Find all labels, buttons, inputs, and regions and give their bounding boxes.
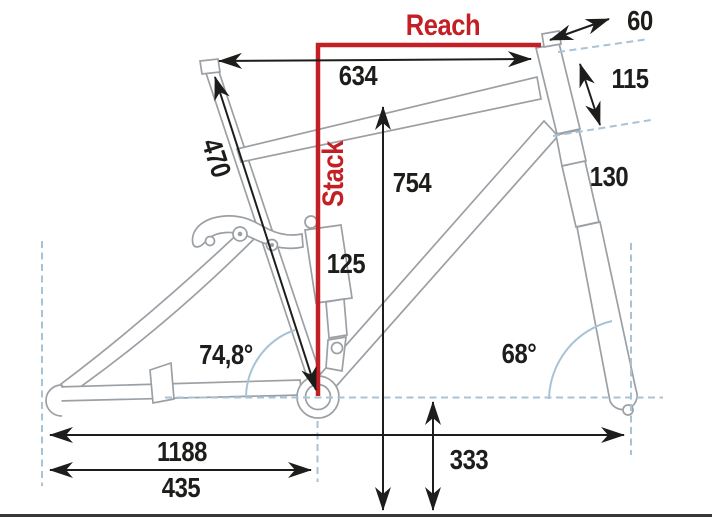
rocker-pivot-circle xyxy=(204,235,216,247)
dimension-arrows xyxy=(49,18,625,511)
head-tube-top-guide-line xyxy=(557,38,650,53)
fork-crown xyxy=(555,128,588,168)
seat-tube-angle-label: 74,8° xyxy=(199,339,253,370)
seatpost-collar xyxy=(199,58,221,75)
fork-travel-label: 130 xyxy=(589,161,629,192)
fork-lower-leg xyxy=(576,220,638,411)
seat-tube-dimension-arrow xyxy=(214,76,317,391)
standover-height-label: 754 xyxy=(392,167,432,198)
chainstay-length-label: 435 xyxy=(161,472,201,503)
reach-stack-line xyxy=(315,42,541,396)
head-tube xyxy=(534,41,582,136)
top-tube-dimension-arrow xyxy=(218,51,532,69)
shock-travel-label: 125 xyxy=(326,248,366,279)
head-tube-bottom-guide-line xyxy=(552,119,652,137)
head-tube-angle-label: 68° xyxy=(501,338,537,369)
stem-length-label: 60 xyxy=(627,5,653,36)
head-tube-length-label: 115 xyxy=(611,63,649,94)
rear-dropout xyxy=(45,384,63,417)
shock-clevis-circle xyxy=(330,341,344,355)
bb-height-label: 333 xyxy=(449,444,489,475)
rocker-pivot-dot xyxy=(237,231,243,237)
top-tube xyxy=(235,75,542,163)
head-angle-arc xyxy=(548,320,613,400)
wheelbase-label: 1188 xyxy=(157,436,207,467)
top-tube-length-label: 634 xyxy=(338,60,378,91)
stem-dimension-arrow xyxy=(549,18,610,41)
stack-label: Stack xyxy=(317,141,350,207)
guide-lines xyxy=(41,38,663,486)
dropout-plate xyxy=(149,361,175,405)
shock-top-eyelet xyxy=(304,215,318,229)
reach-label: Reach xyxy=(405,9,481,42)
shock-shaft xyxy=(325,298,348,339)
head-tube-dimension-arrow xyxy=(579,63,601,126)
